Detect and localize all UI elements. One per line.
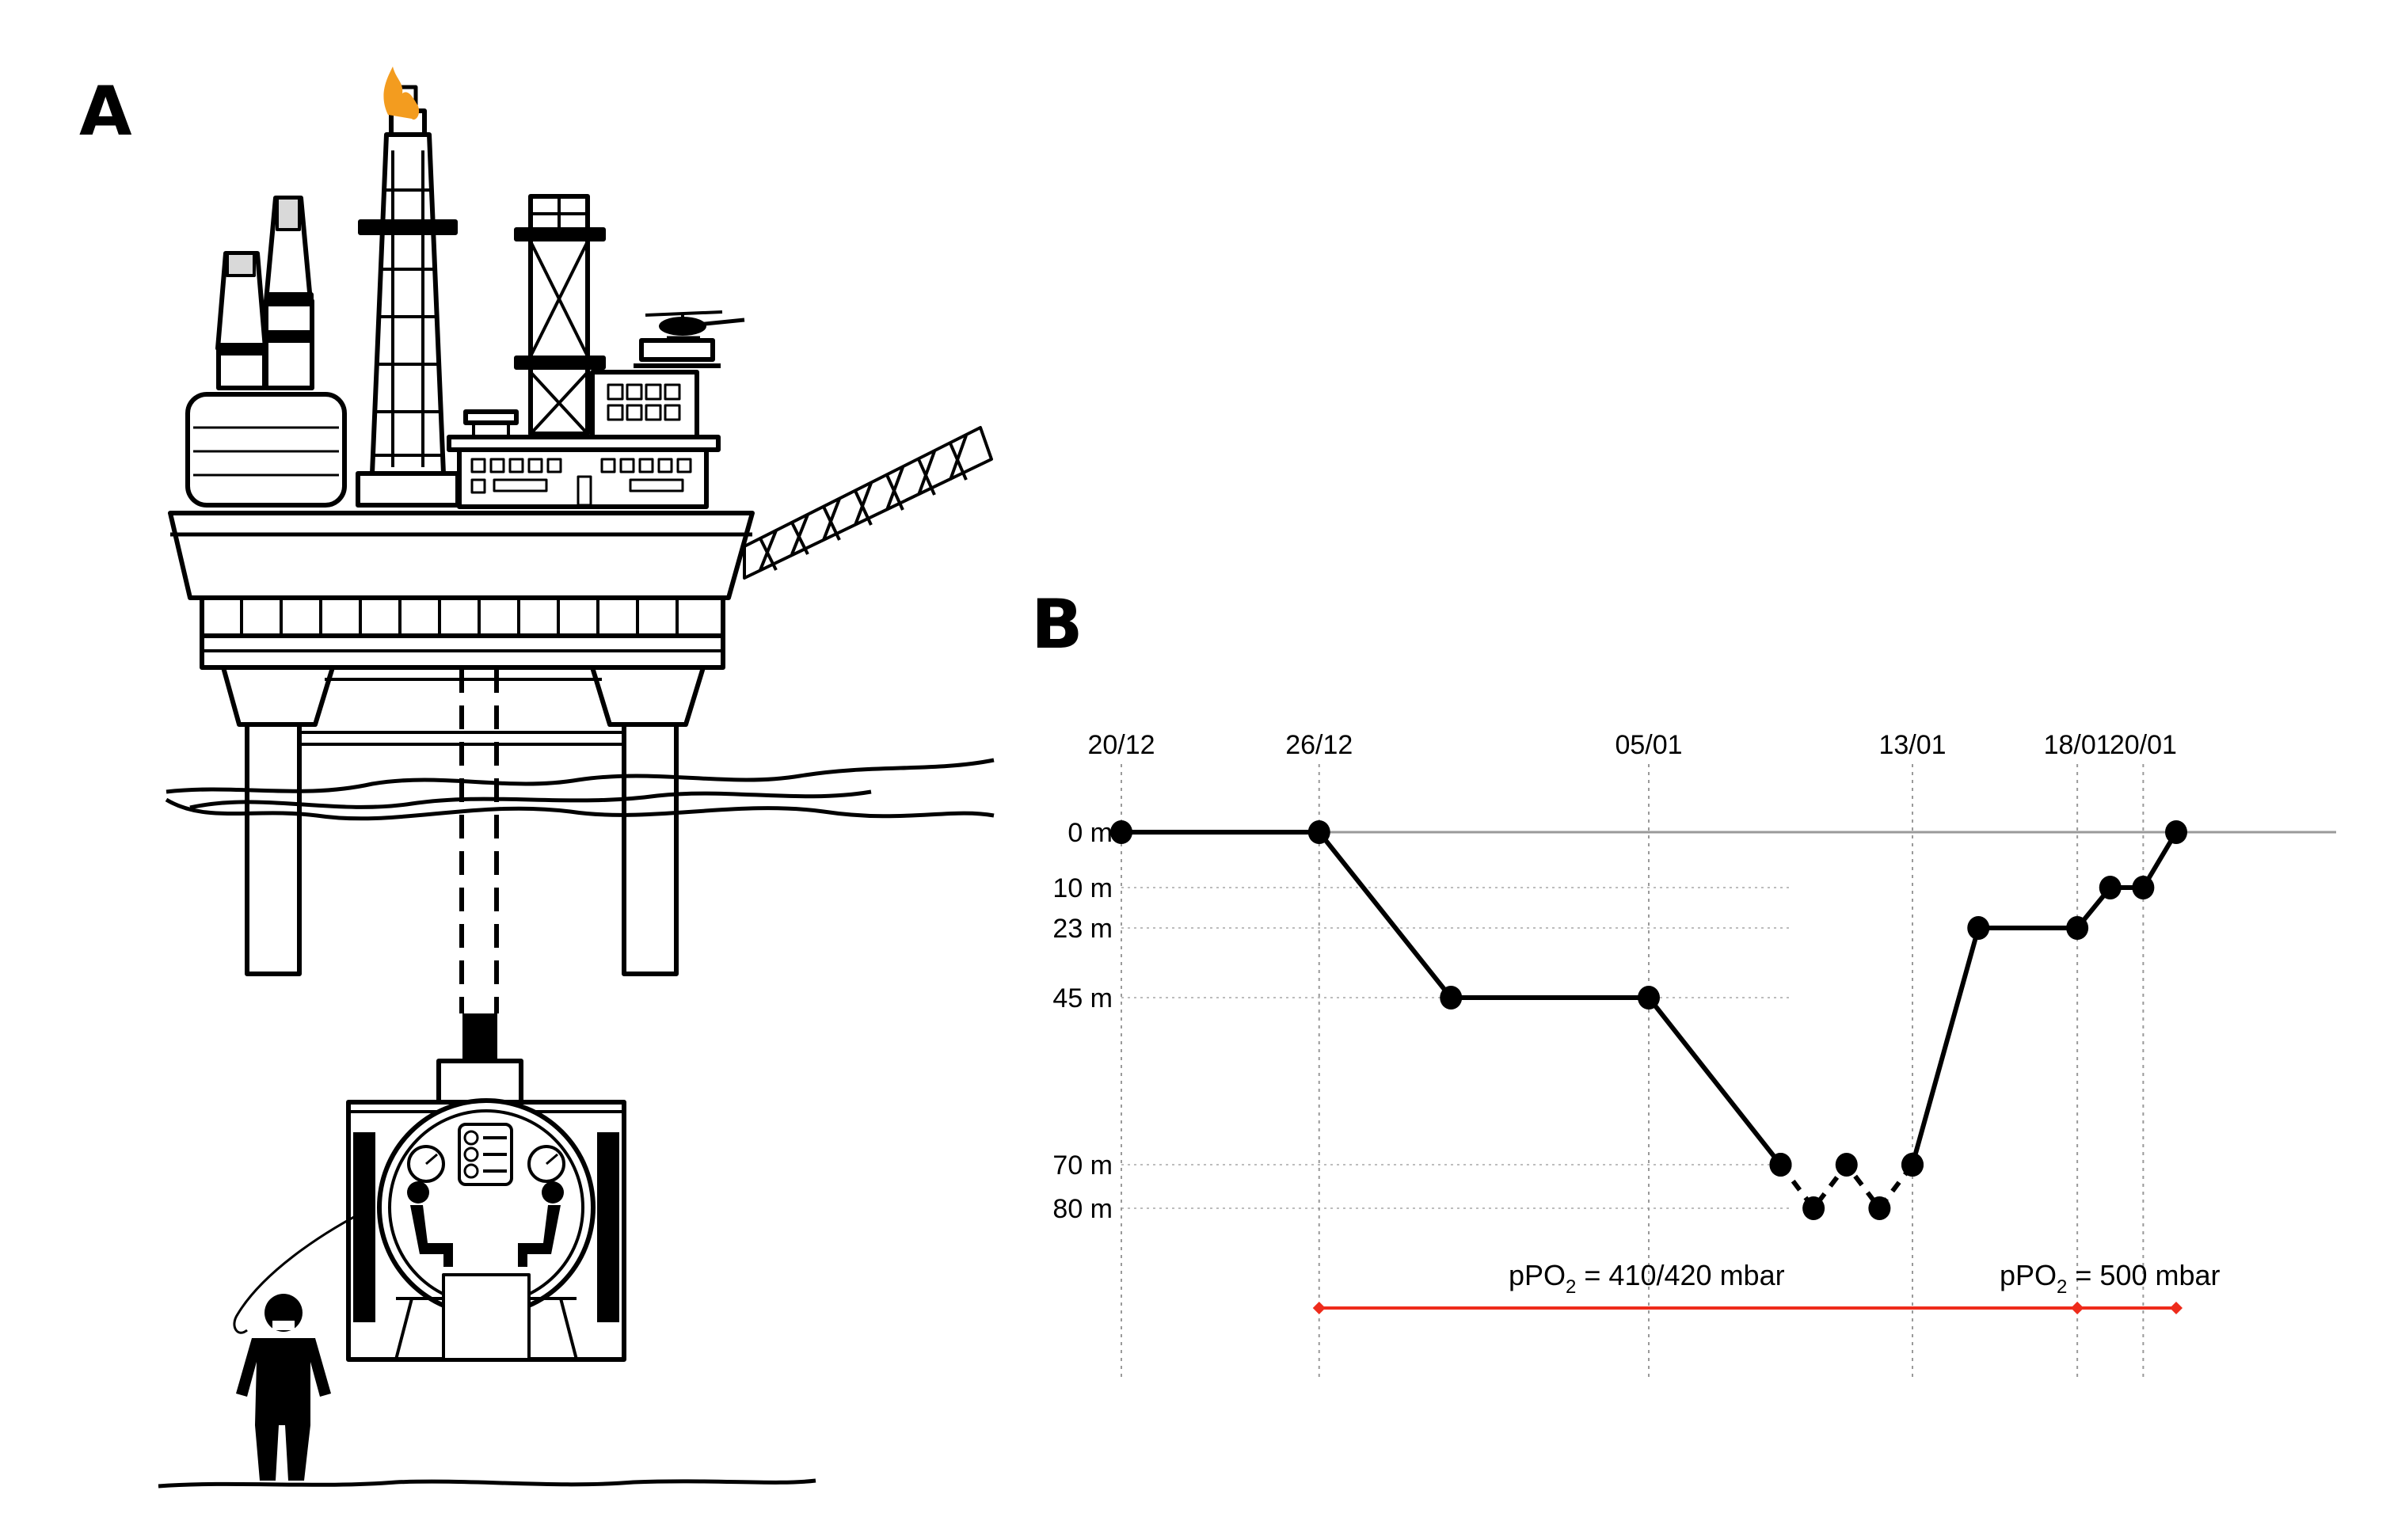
crane-boom — [743, 426, 993, 580]
data-point — [1307, 820, 1330, 844]
date-tick-label: 26/12 — [1285, 730, 1353, 760]
umbilical-hose — [233, 1206, 373, 1334]
ppo2-annotation-label: pPO2 = 500 mbar — [2000, 1259, 2221, 1298]
platform-leg — [245, 722, 302, 976]
data-point — [1110, 820, 1132, 844]
data-point — [1802, 1196, 1825, 1220]
chimneys — [215, 196, 314, 390]
data-point — [1440, 986, 1463, 1010]
sea-surface — [165, 758, 995, 821]
helideck-building — [590, 338, 721, 441]
data-point — [1901, 1153, 1924, 1177]
date-tick-label: 13/01 — [1878, 730, 1946, 760]
date-tick-label: 05/01 — [1615, 730, 1682, 760]
depth-tick-label: 0 m — [1068, 818, 1113, 848]
seabed-line — [158, 1478, 816, 1489]
depth-tick-label: 10 m — [1052, 873, 1113, 903]
date-tick-label: 18/01 — [2044, 730, 2111, 760]
depth-tick-label: 70 m — [1052, 1150, 1113, 1181]
data-point — [2066, 916, 2089, 940]
diver-figure — [236, 1294, 331, 1481]
data-point — [2165, 820, 2187, 844]
ppo2-range-endpoint — [1312, 1302, 1326, 1314]
panel-label-b: B — [1031, 585, 1083, 664]
accommodation-block — [447, 409, 721, 509]
panel-label-a: A — [79, 72, 132, 151]
lattice-tower — [514, 194, 606, 436]
ppo2-range-endpoint — [2170, 1302, 2183, 1314]
diving-bell — [346, 1013, 626, 1362]
depth-profile-chart: 0 m 10 m 23 m 45 m 70 m 80 m 20/12 26/12 05/01 13… — [1052, 730, 2336, 1382]
offshore-platform-illustration — [158, 67, 995, 1489]
data-point — [1868, 1196, 1891, 1220]
data-point — [1638, 986, 1660, 1010]
date-tick-label: 20/01 — [2110, 730, 2177, 760]
depth-tick-label: 80 m — [1052, 1194, 1113, 1224]
drilling-derrick — [356, 85, 460, 508]
data-point — [2132, 876, 2155, 899]
ppo2-annotation-label: pPO2 = 410/420 mbar — [1509, 1259, 1785, 1298]
platform-leg — [622, 722, 679, 976]
depth-tick-label: 45 m — [1052, 983, 1113, 1013]
platform-deck — [168, 511, 755, 727]
ppo2-range-endpoint — [2071, 1302, 2084, 1314]
data-point — [2099, 876, 2122, 899]
depth-tick-label: 23 m — [1052, 914, 1113, 944]
flame-icon — [383, 67, 420, 120]
storage-tank — [185, 392, 347, 508]
data-point — [1967, 916, 1990, 940]
data-point — [1769, 1153, 1792, 1177]
helicopter-icon — [645, 310, 745, 339]
data-point — [1835, 1153, 1858, 1177]
date-tick-label: 20/12 — [1087, 730, 1155, 760]
